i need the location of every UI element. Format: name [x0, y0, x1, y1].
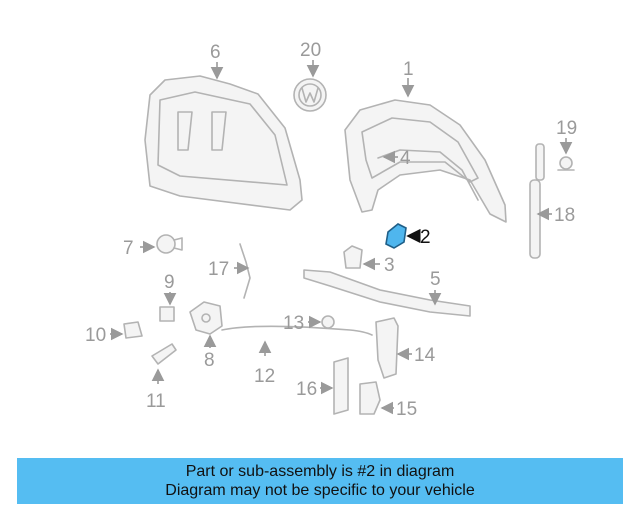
callout-20: 20 — [300, 40, 321, 61]
callout-14: 14 — [414, 345, 436, 366]
hood-panel-part: 1 — [344, 59, 507, 223]
info-banner: Part or sub-assembly is #2 in diagram Di… — [17, 458, 623, 504]
callout-9: 9 — [164, 272, 175, 293]
seal-strip-part: 5 — [303, 269, 471, 317]
parts-diagram: 6 20 1 4 19 18 2 — [85, 40, 577, 420]
bracket-part: 3 — [343, 245, 395, 276]
callout-16: 16 — [296, 379, 317, 400]
hinge-part: 14 — [375, 317, 436, 379]
callout-17: 17 — [208, 259, 229, 280]
callout-1: 1 — [403, 59, 414, 80]
highlighted-clip-part: 2 — [385, 223, 431, 249]
callout-6: 6 — [210, 42, 221, 63]
callout-11: 11 — [146, 391, 166, 412]
callout-3: 3 — [384, 255, 395, 276]
emblem-part: 20 — [293, 40, 327, 112]
release-cable-part: 12 — [221, 325, 373, 387]
callout-13: 13 — [283, 313, 304, 334]
striker-part: 10 — [85, 321, 143, 346]
release-handle-part: 11 — [146, 343, 177, 412]
latch-part: 8 — [189, 301, 223, 371]
callout-18: 18 — [554, 205, 575, 226]
latch-plate-part: 9 — [159, 272, 177, 322]
bumper-stop-part: 7 — [123, 234, 183, 259]
banner-line-2: Diagram may not be specific to your vehi… — [165, 482, 475, 499]
callout-7: 7 — [123, 238, 134, 259]
callout-12: 12 — [254, 366, 275, 387]
prop-rod-part: 17 — [208, 243, 251, 299]
callout-10: 10 — [85, 325, 106, 346]
banner-line-1: Part or sub-assembly is #2 in diagram — [185, 463, 455, 480]
hinge-bracket-part: 15 — [359, 381, 417, 420]
hood-insulation-part: 6 — [144, 42, 303, 211]
hood-seal-part: 4 — [377, 148, 479, 201]
grommet-part: 13 — [283, 313, 335, 334]
callout-8: 8 — [204, 350, 215, 371]
gas-strut-part: 18 — [529, 143, 575, 259]
callout-4: 4 — [400, 148, 411, 169]
callout-2: 2 — [420, 227, 431, 248]
callout-19: 19 — [556, 118, 577, 139]
callout-5: 5 — [430, 269, 441, 290]
shim-part: 16 — [296, 357, 349, 415]
callout-15: 15 — [396, 399, 417, 420]
ball-stud-part: 19 — [556, 118, 577, 171]
